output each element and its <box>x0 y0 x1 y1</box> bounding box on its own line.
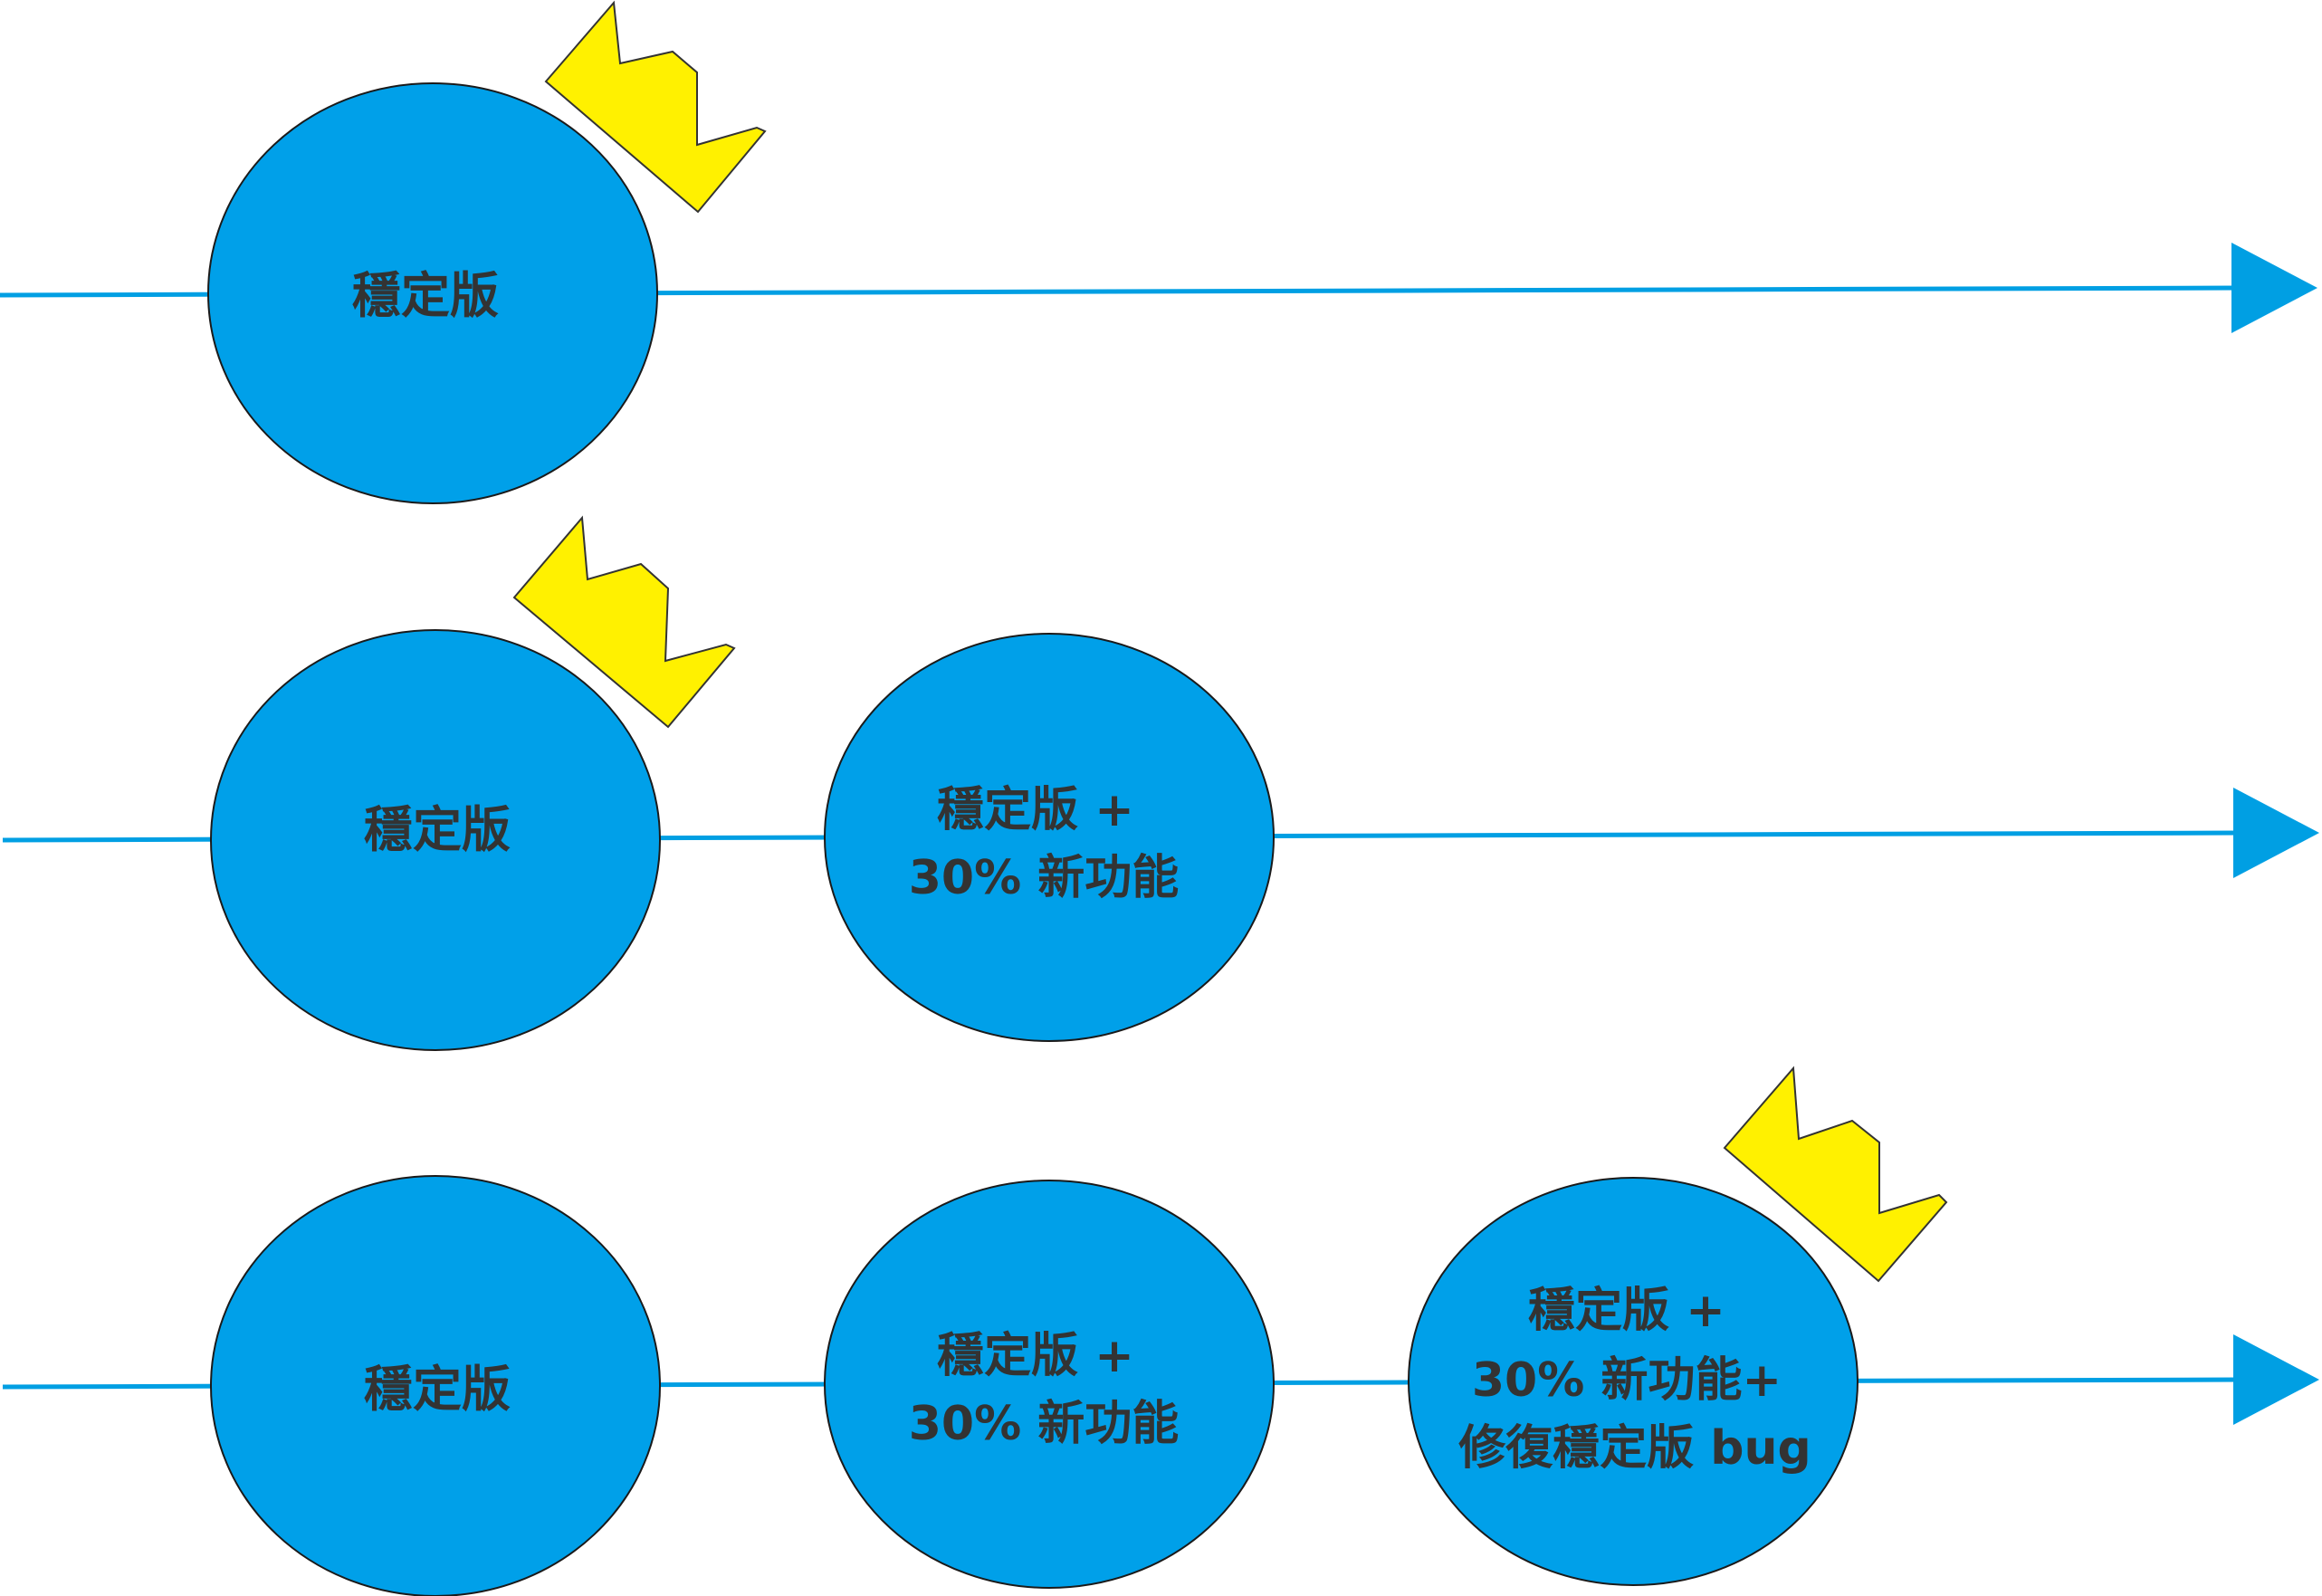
row-3-node-3-label: 穩定版 + 30% 新功能+ 修復穩定版 bug <box>1458 1284 1811 1476</box>
row-3-node-1-label: 穩定版 <box>364 1361 511 1418</box>
row-3-node-1 <box>210 1175 661 1596</box>
row-3-node-2-label: 穩定版 + 30% 新功能 <box>909 1329 1180 1451</box>
row-2-arrowhead <box>2233 788 2319 878</box>
row-2-node-1-label: 穩定版 <box>364 801 511 858</box>
row-1: 穩定版 <box>0 0 2317 504</box>
row-1-node-1 <box>207 82 658 504</box>
row-2-node-2 <box>824 633 1275 1042</box>
crown-icon <box>544 0 767 214</box>
crown-icon <box>1723 1066 1948 1283</box>
row-3-node-3 <box>1408 1177 1859 1586</box>
row-1-node-1-label: 穩定版 <box>352 267 499 324</box>
row-3-node-2 <box>824 1180 1275 1589</box>
row-2: 穩定版 穩定版 + 30% 新功能 <box>2 515 2319 1051</box>
crown-icon <box>512 515 736 729</box>
row-3: 穩定版 穩定版 + 30% 新功能 穩定版 + 30% 新功能+ 修復穩定版 b… <box>2 1066 2319 1596</box>
row-1-arrowhead <box>2231 243 2317 333</box>
row-3-arrowhead <box>2233 1334 2319 1425</box>
row-2-node-1 <box>210 629 661 1051</box>
row-2-node-2-label: 穩定版 + 30% 新功能 <box>909 783 1180 905</box>
